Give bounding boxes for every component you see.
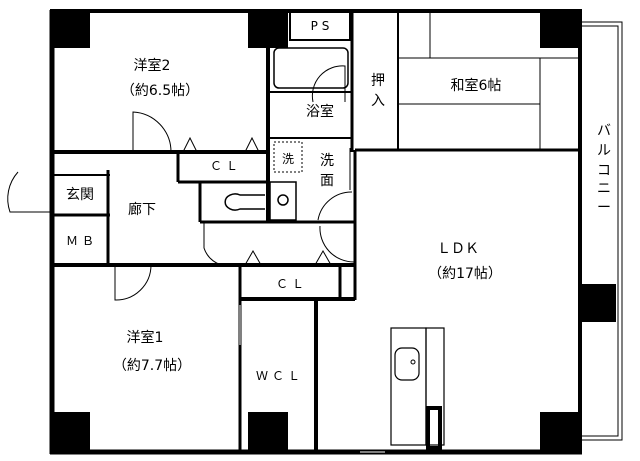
hallway-label: 廊下 [128,201,156,218]
entrance-label: 玄関 [66,186,94,203]
walkin-closet-label: ＷＣＬ [256,369,304,383]
balcony-label-5: ー [597,200,611,216]
japanese-room-name: 和室6帖 [451,77,502,94]
balcony-label-1: バ [597,123,611,139]
western1-size: （約7.7帖） [113,358,191,374]
balcony-label-4: ニ [597,181,611,197]
western2-name: 洋室2 [134,57,171,74]
walls [7,9,623,455]
closet-top-label: ＣＬ [210,159,242,173]
oshiire-label-2: 入 [371,93,385,109]
western1-name: 洋室1 [127,329,164,346]
bath-label: 浴室 [306,103,334,120]
room-labels: 洋室2 （約6.5帖） PS 浴室 洗 洗 面 押 入 和室6帖 ＣＬ 玄関 廊… [66,19,611,383]
meter-box-label: ＭＢ [66,234,98,248]
pillars [50,10,616,454]
washroom-label-2: 面 [320,173,334,189]
western2-size: （約6.5帖） [121,83,199,99]
washer-label: 洗 [282,152,294,166]
balcony-label-3: コ [597,163,611,179]
ps-label: PS [311,19,334,33]
ldk-size: （約17帖） [428,266,502,282]
ldk-name: ＬＤＫ [437,241,479,257]
oshiire-label-1: 押 [371,73,385,89]
washroom-label-1: 洗 [320,153,334,169]
closet-mid-label: ＣＬ [276,277,308,291]
balcony-label-2: ル [597,143,611,159]
